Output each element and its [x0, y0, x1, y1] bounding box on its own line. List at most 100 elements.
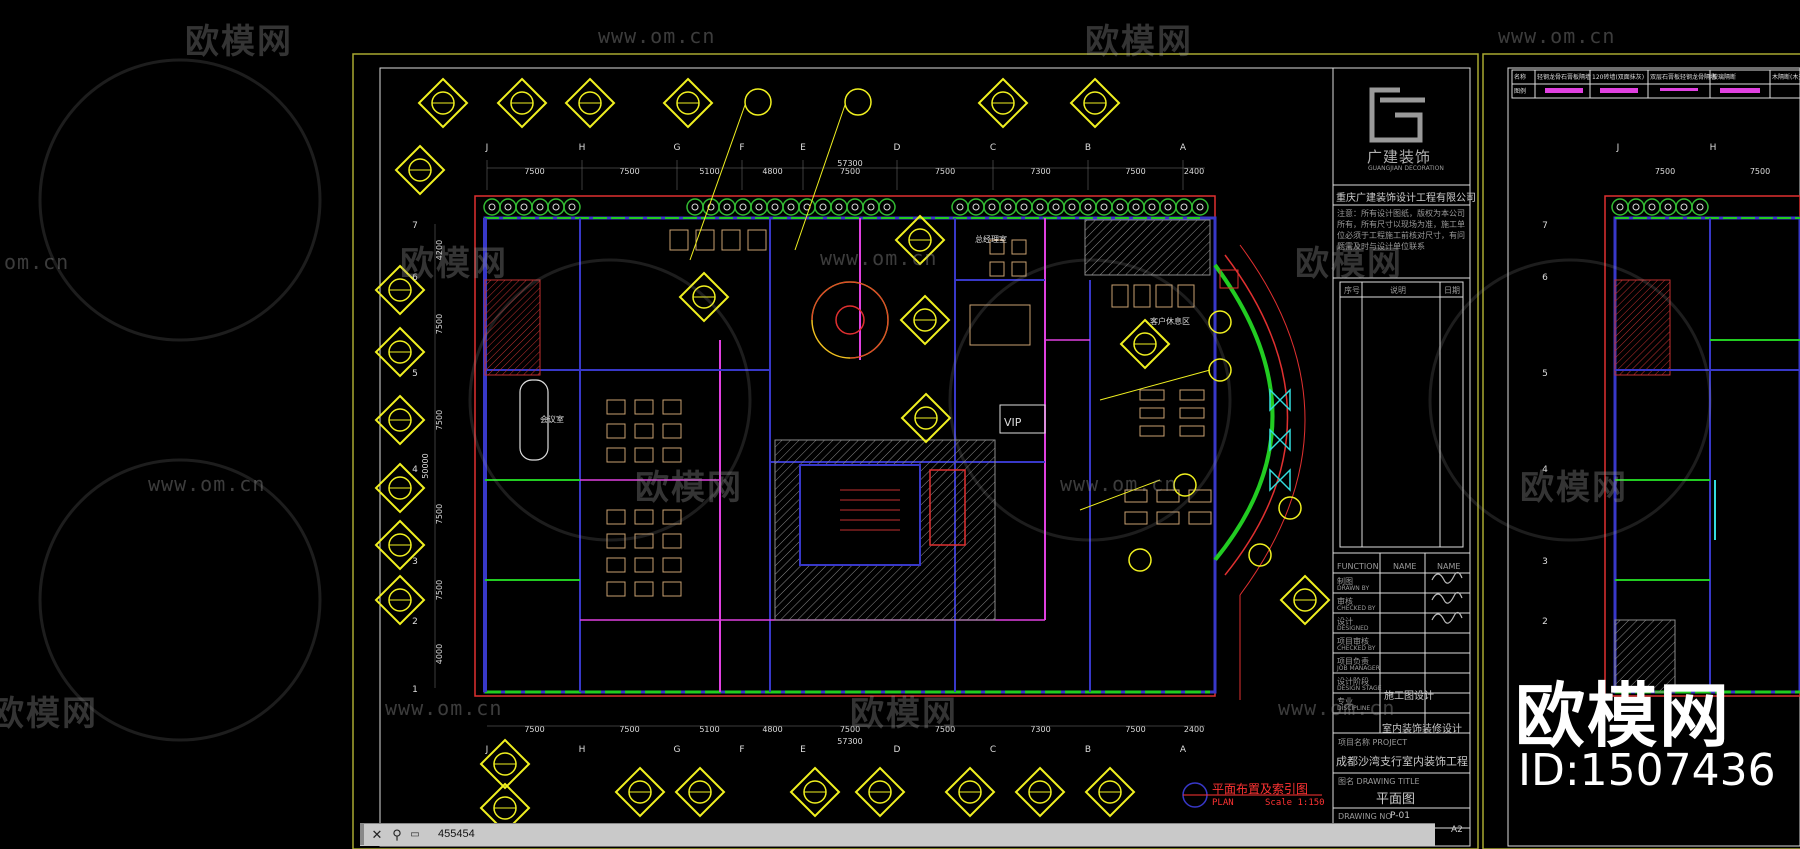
signoff-label-cn: 项目负责 — [1337, 657, 1369, 666]
planter-center — [787, 203, 795, 211]
legend-header: 双层石膏板轻钢龙骨隔墙 — [1650, 74, 1717, 81]
planter-center — [1632, 203, 1640, 211]
project-label: 项目名称 PROJECT — [1338, 738, 1408, 747]
axis-label-bottom: J — [485, 745, 489, 755]
planter-center — [691, 203, 699, 211]
axis-label-side: 7 — [412, 221, 418, 231]
project-name: 成都沙湾支行室内装饰工程 — [1336, 755, 1468, 768]
watermark-brand-7: 欧模网 — [0, 694, 98, 734]
planter-icon — [878, 198, 896, 216]
planters-layer — [483, 198, 1209, 216]
index-symbol-icon — [374, 394, 426, 446]
desk — [606, 399, 626, 415]
planter-icon — [1047, 198, 1065, 216]
furniture-layer — [519, 229, 1291, 597]
planter-center — [1616, 203, 1624, 211]
grid-axes-layer: JJHHGGFFEEDDCCBBAA7500750075007500510051… — [412, 143, 1205, 755]
watermark-brand-8: 欧模网 — [850, 694, 958, 734]
planter-center — [1164, 203, 1172, 211]
axis-label-bottom: E — [800, 745, 806, 755]
planter-icon — [1627, 198, 1645, 216]
index-symbol-icon — [417, 77, 469, 129]
hatched-core — [484, 219, 1211, 621]
second-sheet-border — [1482, 53, 1800, 849]
index-symbol-icon — [1279, 574, 1331, 626]
planter-icon — [718, 198, 736, 216]
vip-sofa — [999, 404, 1046, 434]
planter-center — [1148, 203, 1156, 211]
planter-center — [1648, 203, 1656, 211]
desk — [1139, 389, 1165, 401]
watermark-url-4: www.om.cn — [820, 246, 938, 270]
second-sheet-legend — [1511, 69, 1800, 99]
signoff-label-en: DESIGN STAGE — [1337, 685, 1382, 692]
axis-label-side: 2 — [1542, 617, 1548, 627]
revolving-door — [1269, 428, 1291, 452]
spiral-staircase — [811, 281, 889, 359]
watermark-brand-5: 欧模网 — [635, 468, 743, 508]
dimension-bottom: 7500 — [619, 725, 639, 734]
dimension-top: 7500 — [935, 167, 955, 176]
desk — [1124, 511, 1148, 525]
column — [1219, 269, 1239, 289]
desk — [1179, 407, 1205, 419]
desk — [989, 239, 1005, 255]
watermark-brand-3: 欧模网 — [400, 244, 508, 284]
desk — [662, 509, 682, 525]
index-symbol-icon — [678, 271, 730, 323]
index-symbol-icon — [977, 77, 1029, 129]
index-symbol-icon — [789, 766, 841, 818]
desk — [662, 399, 682, 415]
index-symbols-layer — [374, 77, 1331, 834]
axis-label-side: 4 — [412, 465, 418, 475]
axis-label-bottom: H — [579, 745, 586, 755]
planter-icon — [862, 198, 880, 216]
watermark-url-3: om.cn — [4, 250, 70, 274]
wrench-icon[interactable]: ⚲ — [392, 827, 402, 842]
command-prompt-icon[interactable]: ▭ — [410, 829, 420, 840]
command-line-grip[interactable] — [360, 823, 364, 845]
index-symbol-icon — [374, 574, 426, 626]
dimension-bottom: 7500 — [524, 725, 544, 734]
watermark-url-1: www.om.cn — [598, 24, 716, 48]
index-symbol-icon — [374, 462, 426, 514]
planter-icon — [1127, 198, 1145, 216]
planter-center — [707, 203, 715, 211]
desk — [662, 533, 682, 549]
desk — [606, 581, 626, 597]
axis-label-side: 2 — [412, 617, 418, 627]
axis-label-top: G — [674, 143, 681, 153]
index-symbol-icon — [374, 519, 426, 571]
axis-label-top: J — [1616, 143, 1620, 153]
axis-label-bottom: G — [674, 745, 681, 755]
planter-center — [1180, 203, 1188, 211]
signoff-label-en: DISCIPLINE — [1337, 705, 1371, 712]
desk — [721, 229, 741, 251]
desk — [634, 533, 654, 549]
legend-header: 120砖墙(双面抹灰) — [1592, 74, 1645, 81]
index-symbol-icon — [944, 766, 996, 818]
index-symbol-icon — [674, 766, 726, 818]
signoff-label-en: JOB MANAGER — [1337, 665, 1380, 672]
planter-center — [1052, 203, 1060, 211]
planter-center — [1036, 203, 1044, 211]
planter-icon — [967, 198, 985, 216]
planter-icon — [686, 198, 704, 216]
index-symbol-icon — [374, 326, 426, 378]
second-sheet-plan — [1604, 195, 1800, 697]
axis-label-bottom: C — [990, 745, 996, 755]
revolving-door — [1269, 468, 1291, 492]
vertical-total-dimension: 50000 — [421, 453, 430, 478]
planter-icon — [1095, 198, 1113, 216]
planter-center — [755, 203, 763, 211]
planter-icon — [814, 198, 832, 216]
dimension-bottom: 4800 — [762, 725, 782, 734]
command-input[interactable] — [438, 826, 738, 842]
desk — [747, 229, 767, 251]
planter-center — [1004, 203, 1012, 211]
index-symbol-icon — [564, 77, 616, 129]
corner-watermark-brand: 欧模网 — [1515, 675, 1731, 757]
close-icon[interactable]: ✕ — [371, 827, 383, 842]
planter-center — [1680, 203, 1688, 211]
